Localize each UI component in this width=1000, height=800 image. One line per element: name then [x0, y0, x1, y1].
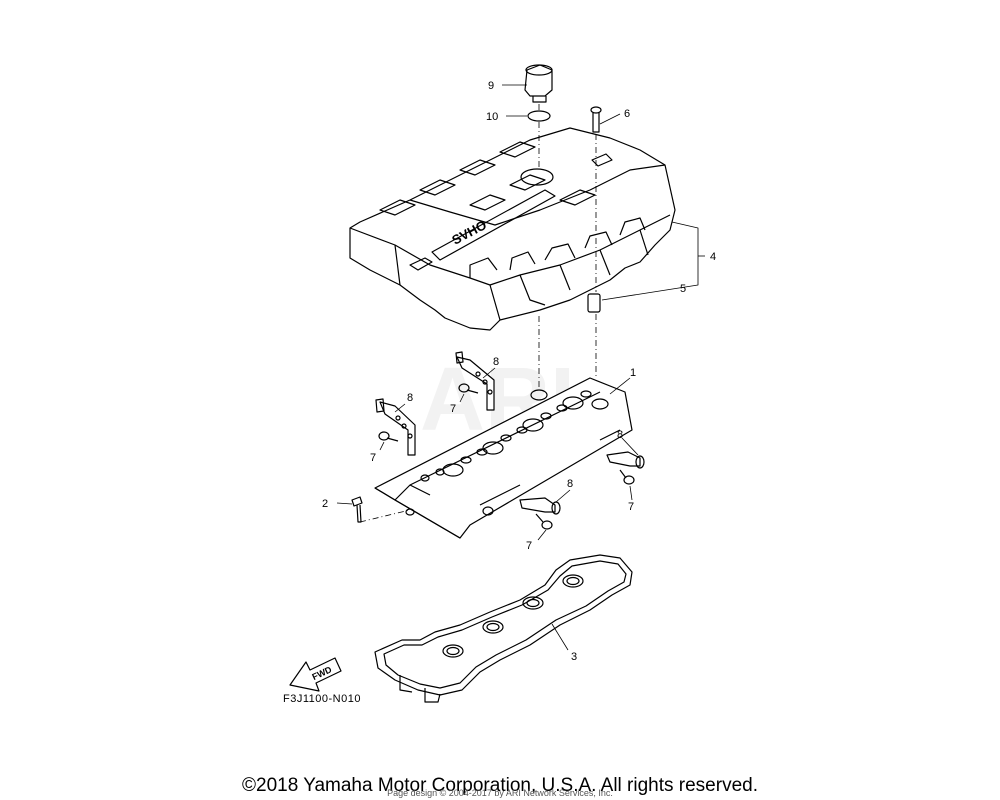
callout-5: 5: [680, 283, 686, 295]
callout-2: 2: [322, 498, 328, 510]
callout-10: 10: [486, 111, 498, 123]
callout-8a: 8: [493, 356, 499, 368]
bolt-7d: [535, 513, 553, 530]
callout-7b: 7: [370, 452, 376, 464]
o-ring: [527, 110, 551, 122]
callout-7d: 7: [526, 540, 532, 552]
callout-3: 3: [571, 651, 577, 663]
bracket-front: [519, 497, 561, 515]
bracket-right: [606, 451, 645, 469]
engine-cover: SVHO: [349, 127, 676, 331]
drawing-code: F3J1100-N010: [283, 693, 361, 705]
cover-bolt: [590, 106, 602, 133]
callout-1: 1: [630, 367, 636, 379]
callout-7a: 7: [450, 403, 456, 415]
callout-9: 9: [488, 80, 494, 92]
callout-8b: 8: [407, 392, 413, 404]
callout-8d: 8: [567, 478, 573, 490]
bolt-7b: [378, 431, 399, 442]
callout-4: 4: [710, 251, 716, 263]
callout-8c: 8: [617, 429, 623, 441]
callout-7c: 7: [628, 501, 634, 513]
bolt-7a: [458, 383, 479, 394]
callout-6: 6: [624, 108, 630, 120]
page-design-notice: Page design © 2004-2017 by ARI Network S…: [387, 788, 613, 798]
copyright-notice: ©2018 Yamaha Motor Corporation, U.S.A. A…: [242, 775, 758, 796]
oil-filler-cap: [524, 64, 553, 103]
leader-lines: [336, 84, 705, 651]
head-cover-gasket: [374, 554, 633, 703]
grommet: [587, 293, 601, 313]
cylinder-head-cover: [374, 377, 633, 539]
bolt-7c: [619, 469, 635, 485]
alignment-lines: [359, 104, 597, 523]
forward-arrow-icon: FWD: [289, 657, 342, 692]
callout-labels: 9 10 6 4 5 8 1 8 7 7 8 7 2 8 7 3: [322, 80, 716, 663]
head-cover-bolt: [351, 496, 363, 523]
bracket-rear-left: [455, 351, 495, 411]
